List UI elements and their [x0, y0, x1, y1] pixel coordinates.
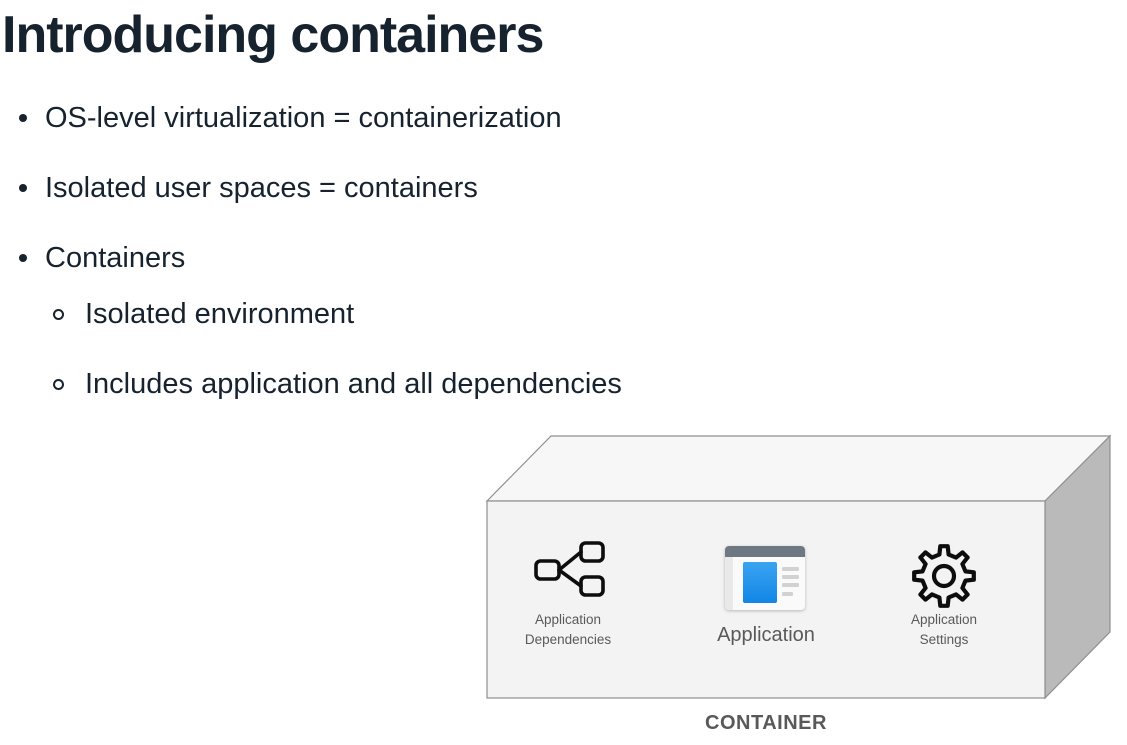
bullet-item: Isolated user spaces = containers [0, 171, 478, 205]
application-window-text-line [782, 583, 799, 587]
application-window-text-line [782, 567, 799, 571]
application-window-content-block [743, 562, 777, 603]
sub-bullet-text: Isolated environment [85, 298, 355, 330]
application-label-line1: Application [717, 624, 815, 646]
sub-bullet-item: Includes application and all dependencie… [0, 367, 622, 401]
application-window-left-strip [725, 557, 733, 610]
sub-bullet-item: Isolated environment [0, 297, 354, 331]
application-window-titlebar [725, 546, 805, 557]
container-caption: CONTAINER [705, 712, 827, 734]
bullet-marker-dot [19, 114, 27, 122]
bullet-item: Containers [0, 241, 185, 275]
application-window-text-line [782, 592, 793, 596]
sub-bullet-marker-circle [53, 379, 64, 390]
gear-icon [912, 544, 976, 608]
settings-label-line2: Settings [919, 632, 969, 647]
dependencies-label-line2: Dependencies [524, 632, 612, 647]
sub-bullet-marker-circle [53, 309, 64, 320]
bullet-item: OS-level virtualization = containerizati… [0, 101, 562, 135]
application-label: Application [686, 622, 846, 648]
bullet-text: Containers [45, 242, 186, 274]
dependencies-icon [534, 541, 605, 597]
dependencies-label-line1: Application [534, 612, 602, 627]
container-box-side-face [1044, 434, 1111, 700]
bullet-text: Isolated user spaces = containers [45, 172, 478, 204]
page-title: Introducing containers [2, 6, 544, 64]
settings-label-line1: Application [910, 612, 978, 627]
application-window-icon [725, 546, 805, 610]
application-window-text-line [782, 575, 799, 579]
bullet-marker-dot [19, 184, 27, 192]
container-box-top-face [485, 435, 1112, 502]
settings-label: Application Settings [874, 610, 1014, 650]
bullet-text: OS-level virtualization = containerizati… [45, 102, 562, 134]
sub-bullet-text: Includes application and all dependencie… [85, 368, 622, 400]
bullet-marker-dot [19, 254, 27, 262]
dependencies-label: Application Dependencies [498, 610, 638, 650]
